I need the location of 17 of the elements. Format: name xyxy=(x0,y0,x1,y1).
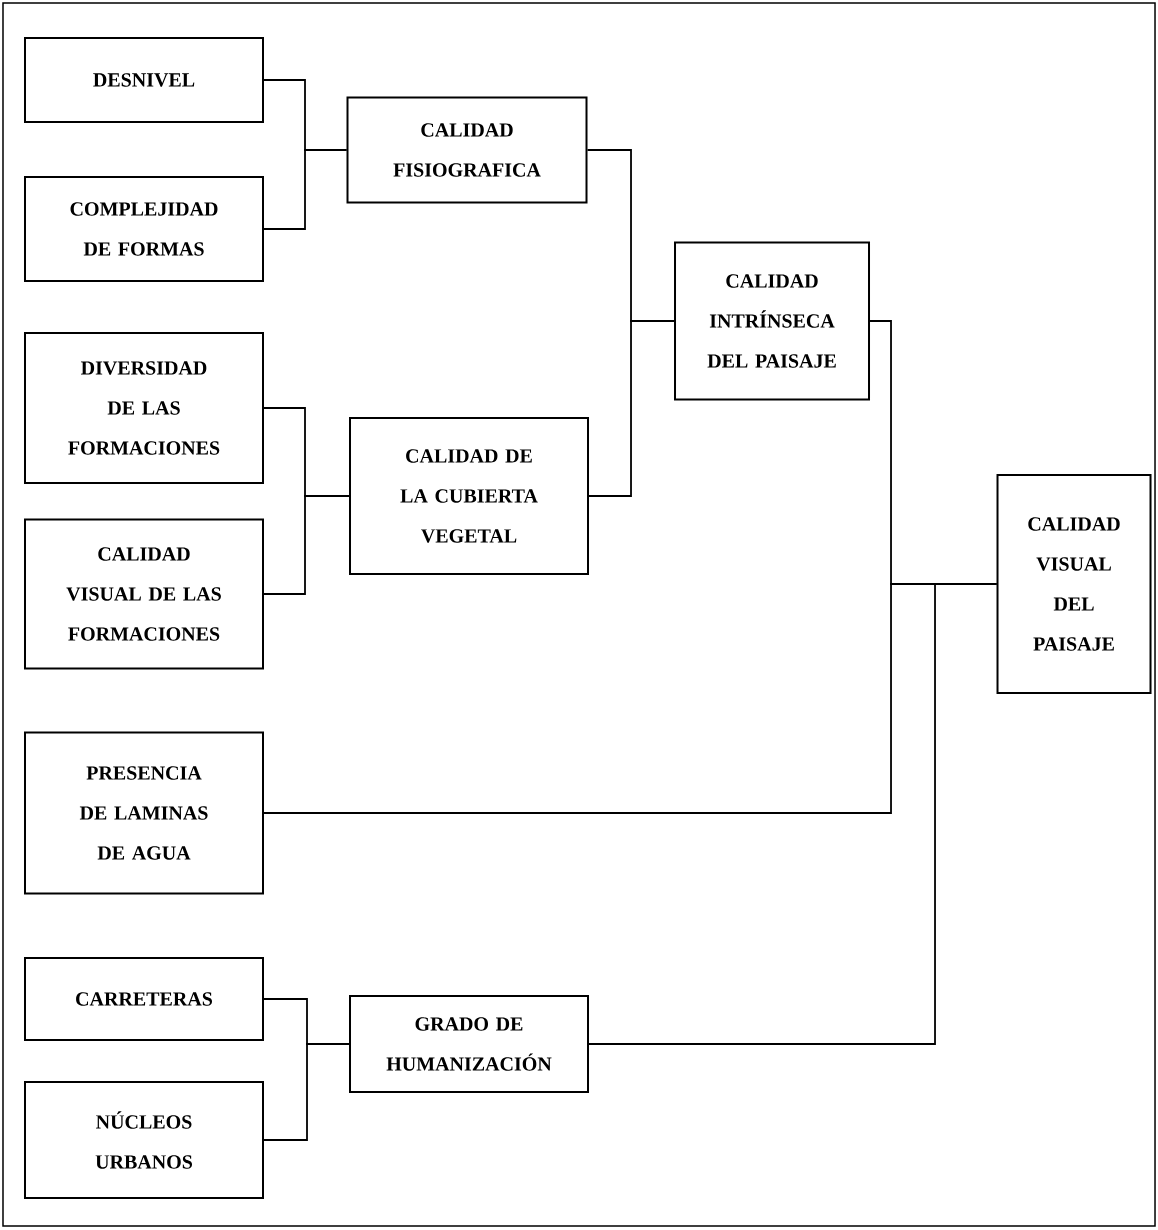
text-box: DIVERSIDAD DE LAS FORMACIONES xyxy=(24,332,264,484)
connector-line xyxy=(263,149,348,230)
text-box: PRESENCIA DE LAMINAS DE AGUA xyxy=(24,731,264,895)
text-box: COMPLEJIDAD DE FORMAS xyxy=(24,176,264,282)
text-box: CALIDAD VISUAL DE LAS FORMACIONES xyxy=(24,518,264,670)
text-box: CALIDAD VISUAL DEL PAISAJE xyxy=(996,474,1152,694)
text-box: CALIDAD DE LA CUBIERTA VEGETAL xyxy=(349,417,589,575)
text-box: CALIDAD FISIOGRAFICA xyxy=(346,96,588,204)
text-box: GRADO DE HUMANIZACIÓN xyxy=(349,995,589,1093)
connector-line xyxy=(588,583,998,1045)
connector-line xyxy=(263,1043,350,1141)
connector-line xyxy=(263,495,350,595)
text-box: CALIDAD INTRÍNSECA DEL PAISAJE xyxy=(674,241,870,401)
text-box: DESNIVEL xyxy=(24,37,264,123)
text-box: CARRETERAS xyxy=(24,957,264,1041)
connector-line xyxy=(588,320,675,497)
text-box: NÚCLEOS URBANOS xyxy=(24,1081,264,1199)
